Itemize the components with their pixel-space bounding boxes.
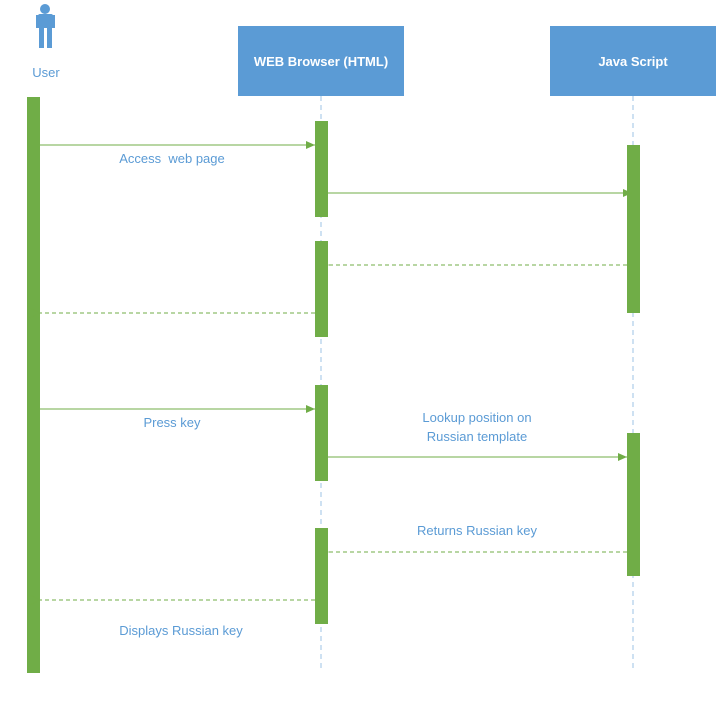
activation-javascript-1 (627, 145, 640, 313)
person-icon (36, 4, 55, 48)
lifeline-javascript-box (550, 26, 716, 96)
activation-browser-1 (315, 121, 328, 217)
activation-user (27, 97, 40, 673)
lifeline-javascript-label: Java Script (598, 54, 668, 69)
user-actor: User (32, 4, 60, 80)
message-label-returns-russian-key: Returns Russian key (417, 523, 537, 538)
message-label-lookup-line2: Russian template (427, 429, 527, 444)
lifeline-browser: WEB Browser (HTML) (238, 26, 404, 670)
activation-browser-4 (315, 528, 328, 624)
activation-browser-3 (315, 385, 328, 481)
message-label-lookup-line1: Lookup position on (422, 410, 531, 425)
lifeline-browser-label: WEB Browser (HTML) (254, 54, 388, 69)
activation-javascript-2 (627, 433, 640, 576)
lifeline-browser-box (238, 26, 404, 96)
message-label-press-key: Press key (143, 415, 201, 430)
message-label-displays-russian-key: Displays Russian key (119, 623, 243, 638)
user-label: User (32, 65, 60, 80)
activation-browser-2 (315, 241, 328, 337)
message-label-access-web-page: Access web page (119, 151, 225, 166)
